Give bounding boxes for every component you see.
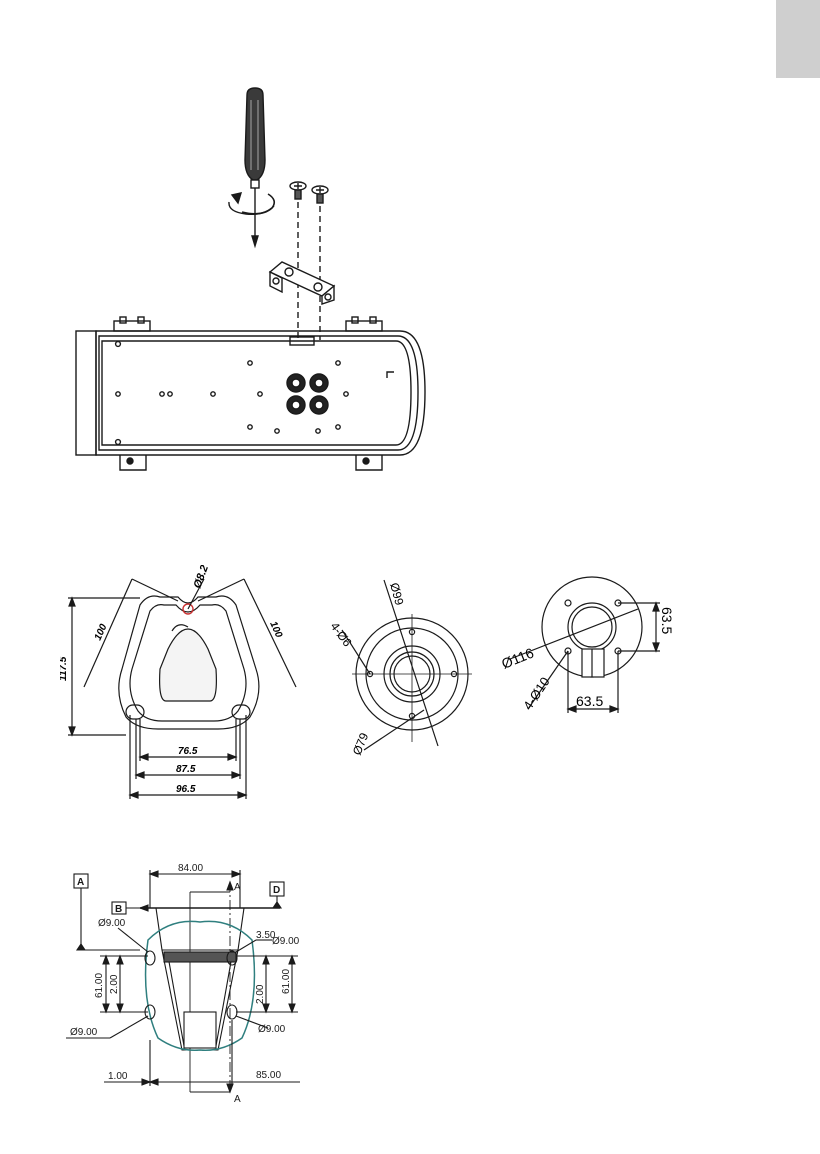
hole-pattern-label: 4-Ø6 [328,620,355,650]
round-flange-drawing: Ø99 4-Ø6 Ø79 [324,570,474,760]
screwdriver-icon [229,88,274,246]
datum-b-label: B [115,904,122,915]
height-label: 117.5 [60,656,69,681]
outer-diameter-label: Ø99 [387,581,406,607]
section-a-top-label: A [234,882,241,893]
datum-a-label: A [77,877,84,888]
bottom-right-hole-label: Ø9.00 [258,1024,286,1035]
hole-diameter-label: Ø8.2 [192,565,211,590]
horizontal-spacing-label: 63.5 [576,693,603,709]
section-a-bottom-label: A [234,1094,241,1105]
vertical-spacing-label: 63.5 [659,607,675,634]
width-87-label: 87.5 [176,764,196,775]
datum-d-label: D [273,885,280,896]
hole-pattern-label: 4-Ø10 [520,674,553,712]
grommet-icon [310,396,328,414]
wall-bracket-dimension-drawing: Ø8.2 100 100 117.5 76.5 87.5 96.5 [60,565,320,805]
top-left-hole-label: Ø9.00 [98,918,126,929]
screw-icon [290,182,306,199]
top-width-label: 84.00 [178,863,203,874]
pole-flange-drawing: 63.5 Ø116 4-Ø10 63.5 [500,565,680,725]
width-96-label: 96.5 [176,784,196,795]
right-outer-spacing-label: 61.00 [281,969,292,994]
base-technical-drawing: A B D 84.00 Ø9.00 3.50 Ø9.00 61.00 2.00 … [60,860,330,1110]
left-offset-label: 1.00 [108,1071,128,1082]
right-diagonal-label: 100 [267,620,284,640]
grommet-icon [287,374,305,392]
grommet-icon [310,374,328,392]
left-inner-spacing-label: 2.00 [109,974,120,994]
bottom-width-label: 85.00 [256,1070,281,1081]
width-76-label: 76.5 [178,746,198,757]
left-diagonal-label: 100 [93,622,110,642]
housing-mounting-illustration [0,0,820,520]
bottom-left-hole-label: Ø9.00 [70,1027,98,1038]
outer-diameter-label: Ø116 [500,644,536,671]
top-right-hole-label: Ø9.00 [272,936,300,947]
camera-housing-icon [76,317,425,470]
mounting-bracket-icon [270,262,334,304]
grommet-icon [287,396,305,414]
left-outer-spacing-label: 61.00 [94,973,105,998]
bolt-circle-label: Ø79 [350,731,372,758]
right-inner-spacing-label: 2.00 [255,984,266,1004]
screw-icon [312,186,328,203]
